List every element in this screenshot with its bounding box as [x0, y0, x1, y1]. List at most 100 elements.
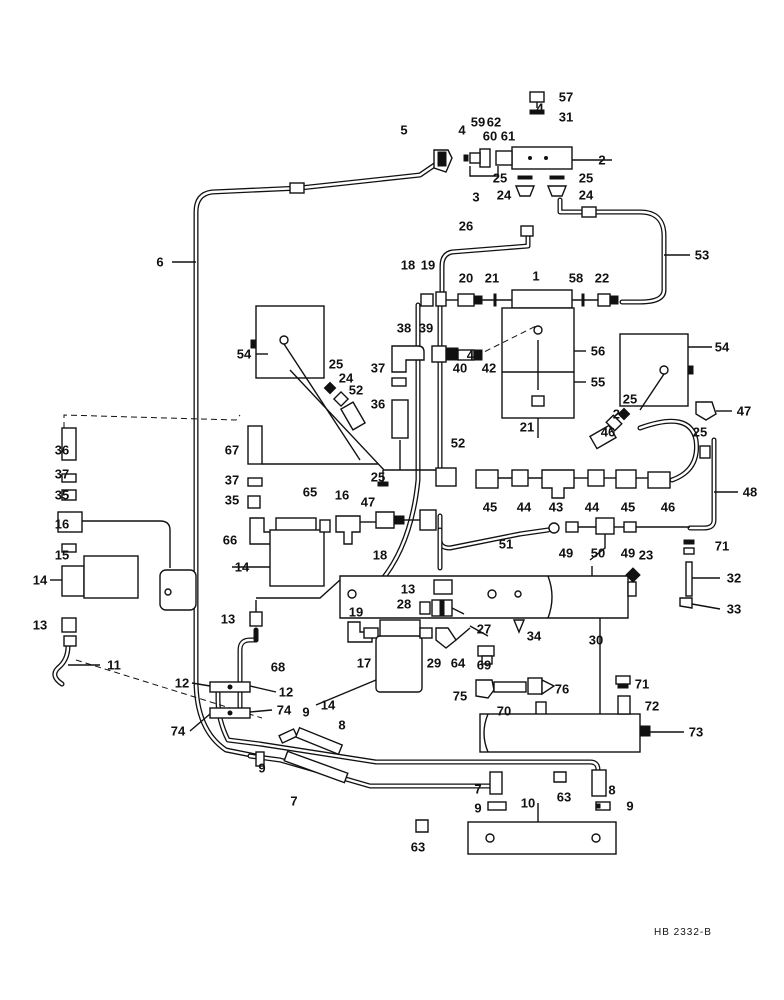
callout-30: 30 — [589, 633, 603, 648]
component-14-filter-center — [347, 619, 471, 693]
callout-52: 52 — [349, 383, 363, 398]
callout-10: 10 — [521, 796, 535, 811]
components-24-25-52-left — [323, 381, 367, 431]
hose-46-25 — [637, 418, 699, 483]
callout-13: 13 — [33, 618, 47, 633]
callout-17: 17 — [357, 656, 371, 671]
callout-60: 60 — [483, 129, 497, 144]
callout-40: 40 — [453, 361, 467, 376]
callout-74: 74 — [277, 703, 292, 718]
callout-70: 70 — [497, 704, 511, 719]
callout-16: 16 — [55, 517, 69, 532]
component-10-block — [467, 812, 617, 855]
callout-56: 56 — [591, 344, 605, 359]
callout-76: 76 — [555, 682, 569, 697]
component-34 — [512, 619, 526, 634]
callout-14: 14 — [321, 698, 336, 713]
callout-9: 9 — [258, 761, 265, 776]
callout-65: 65 — [303, 485, 317, 500]
pipe-51 — [437, 513, 551, 571]
tank-leader-lines — [283, 343, 665, 471]
callout-14: 14 — [33, 573, 48, 588]
callout-9: 9 — [626, 799, 633, 814]
middle-left-parts — [247, 425, 437, 587]
callout-12: 12 — [279, 685, 293, 700]
fitting-row-upper — [420, 289, 619, 309]
callout-28: 28 — [397, 597, 411, 612]
callout-51: 51 — [499, 537, 513, 552]
component-30-manifold — [339, 566, 641, 714]
leader-lines — [50, 159, 738, 812]
callout-72: 72 — [645, 699, 659, 714]
callout-75: 75 — [453, 689, 467, 704]
callout-5: 5 — [400, 123, 407, 138]
callout-25: 25 — [371, 470, 385, 485]
component-69 — [477, 645, 495, 665]
callout-37: 37 — [371, 361, 385, 376]
drawing-reference: HB 2332-B — [654, 927, 712, 938]
callout-37: 37 — [225, 473, 239, 488]
callout-11: 11 — [107, 658, 121, 673]
component-2-valve — [463, 146, 573, 177]
pipe-6 — [193, 157, 445, 759]
callout-66: 66 — [223, 533, 237, 548]
callout-68: 68 — [271, 660, 285, 675]
callout-29: 29 — [427, 656, 441, 671]
callout-69: 69 — [477, 658, 491, 673]
component-54-tank-right — [619, 333, 694, 407]
pipe-26 — [439, 231, 531, 295]
callout-23: 23 — [639, 548, 653, 563]
callout-58: 58 — [569, 271, 583, 286]
callout-34: 34 — [527, 629, 542, 644]
components-39-42 — [431, 345, 483, 363]
callout-25: 25 — [329, 357, 343, 372]
callout-22: 22 — [595, 271, 609, 286]
components-71-32-33 — [679, 539, 695, 609]
callout-8: 8 — [608, 783, 615, 798]
clamps-12-74 — [209, 681, 251, 719]
callout-36: 36 — [371, 397, 385, 412]
callout-25: 25 — [493, 171, 507, 186]
component-55-56-reservoir — [475, 307, 575, 438]
callout-24: 24 — [579, 188, 594, 203]
callout-71: 71 — [715, 539, 729, 554]
pipe-48 — [687, 437, 717, 531]
callout-7: 7 — [290, 794, 297, 809]
callout-32: 32 — [727, 571, 741, 586]
callout-53: 53 — [695, 248, 709, 263]
fitting-row-middle — [435, 467, 671, 499]
component-73-tank — [479, 675, 651, 753]
component-13-68 — [249, 579, 341, 627]
component-63-clips — [415, 771, 567, 833]
callout-36: 36 — [55, 443, 69, 458]
callout-35: 35 — [225, 493, 239, 508]
callout-45: 45 — [621, 500, 635, 515]
callout-18: 18 — [401, 258, 415, 273]
callout-43: 43 — [549, 500, 563, 515]
callout-37: 37 — [55, 467, 69, 482]
callout-31: 31 — [559, 110, 573, 125]
callout-73: 73 — [689, 725, 703, 740]
components-24-25-fittings — [514, 175, 568, 237]
callout-26: 26 — [459, 219, 473, 234]
callout-24: 24 — [497, 188, 512, 203]
callout-54: 54 — [237, 347, 252, 362]
callout-24: 24 — [613, 407, 628, 422]
callout-52: 52 — [451, 436, 465, 451]
callout-48: 48 — [743, 485, 757, 500]
component-5-elbow — [433, 149, 453, 173]
callout-61: 61 — [501, 129, 515, 144]
components-27-28 — [419, 599, 465, 617]
callout-63: 63 — [557, 790, 571, 805]
callout-50: 50 — [591, 546, 605, 561]
callout-46: 46 — [661, 500, 675, 515]
components-70-75-76 — [475, 677, 556, 719]
callout-44: 44 — [517, 500, 532, 515]
component-38-elbow — [391, 345, 425, 439]
callout-42: 42 — [482, 361, 496, 376]
callout-18: 18 — [373, 548, 387, 563]
callout-47: 47 — [361, 495, 375, 510]
callout-46: 46 — [601, 425, 615, 440]
component-54-tank-left — [250, 305, 325, 379]
